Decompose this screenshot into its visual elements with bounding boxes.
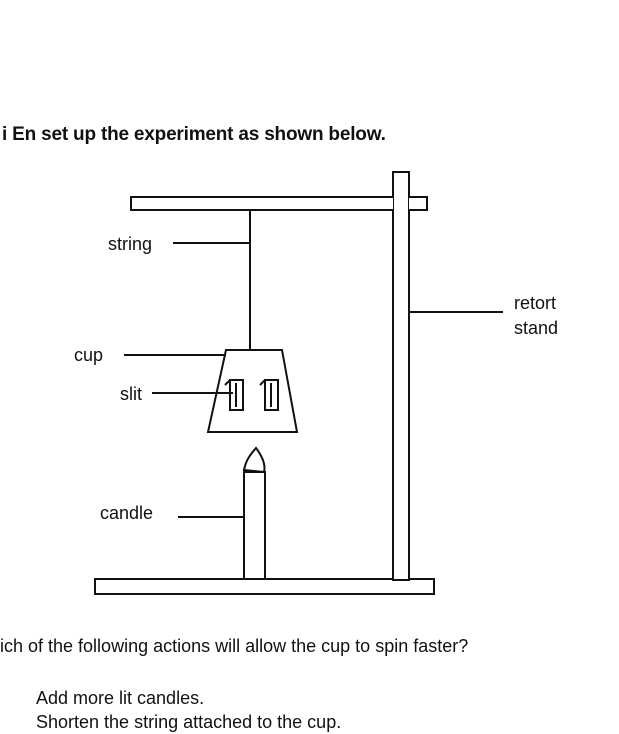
option-item: Shorten the string attached to the cup.	[36, 712, 342, 732]
intro-text: i En set up the experiment as shown belo…	[2, 124, 386, 145]
slit-right	[259, 379, 279, 411]
options-list: Add more lit candles. Shorten the string…	[36, 686, 341, 734]
option-item: Add more lit candles.	[36, 688, 205, 708]
candle-label: candle	[100, 503, 153, 523]
stand-label: stand	[514, 318, 558, 338]
question-text: ich of the following actions will allow …	[0, 636, 469, 656]
slit-left	[224, 379, 244, 411]
string-label: string	[108, 234, 152, 254]
stand-pole	[392, 171, 410, 581]
candle-body	[243, 471, 266, 580]
stand-arm	[130, 196, 428, 211]
candle-flame	[242, 446, 266, 474]
slit-label: slit	[120, 384, 142, 404]
stand-base	[94, 578, 435, 595]
retort-label: retort	[514, 293, 556, 313]
cup-label: cup	[74, 345, 103, 365]
cup-shape	[206, 349, 299, 433]
